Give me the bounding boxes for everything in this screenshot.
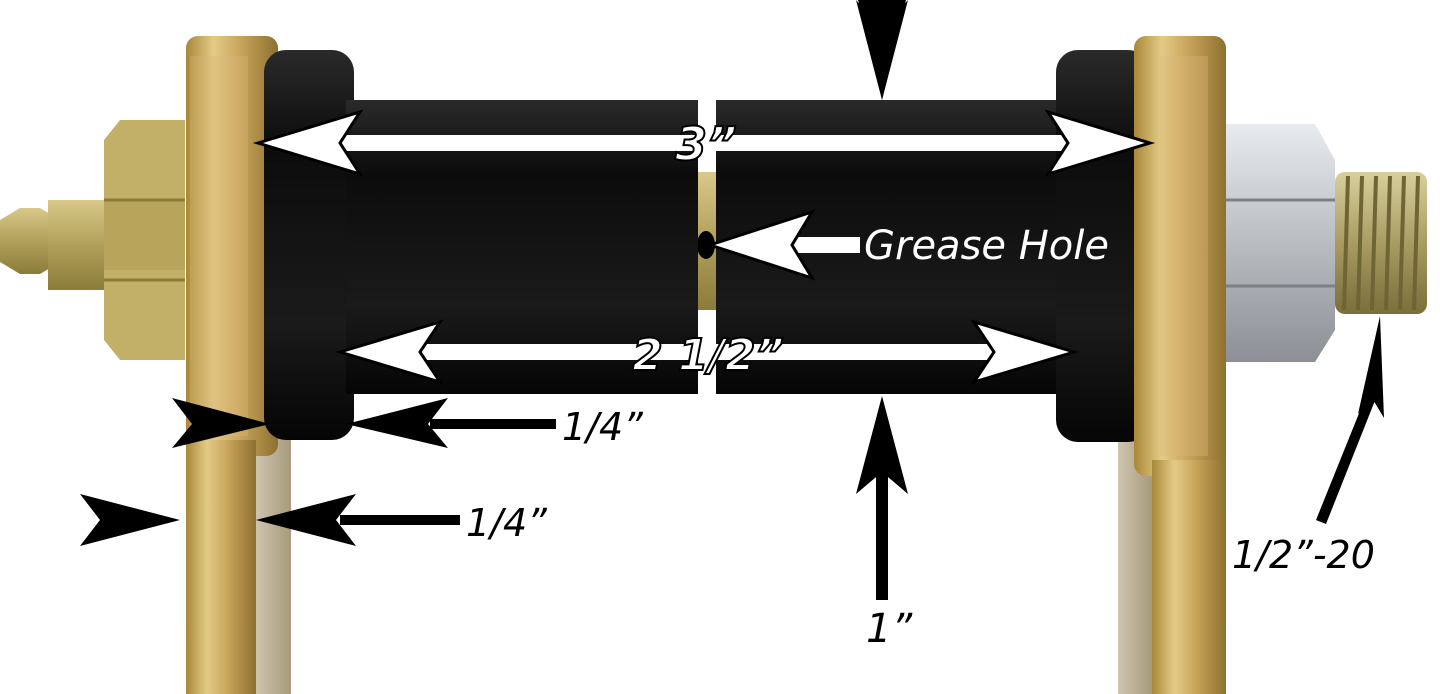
bushing-length-arrow — [334, 319, 1080, 385]
left-plate — [186, 36, 278, 694]
bushing-diameter-label: 1” — [866, 606, 912, 652]
flange-thickness-label: 1/4” — [562, 405, 643, 449]
flange-thickness-arrows — [172, 398, 556, 448]
plate-thickness-label: 1/4” — [466, 501, 547, 545]
threaded-bolt-end — [1335, 172, 1427, 314]
grease-hole-arrow — [705, 209, 860, 281]
left-bushing-flange — [264, 50, 354, 440]
grease-fitting — [0, 200, 106, 290]
bushing-length-label: 2 1/2” — [632, 330, 784, 381]
thread-size-label: 1/2”-20 — [1232, 533, 1375, 577]
grease-hole-label: Grease Hole — [864, 223, 1109, 269]
left-nut — [104, 120, 185, 360]
right-plate — [1134, 36, 1226, 694]
plate-thickness-arrows — [80, 494, 460, 546]
right-nut — [1226, 124, 1335, 362]
overall-length-label: 3” — [675, 117, 737, 171]
diameter-bottom-arrow — [856, 396, 908, 600]
thread-size-arrow — [1316, 316, 1384, 524]
overall-length-arrow — [252, 109, 1156, 177]
